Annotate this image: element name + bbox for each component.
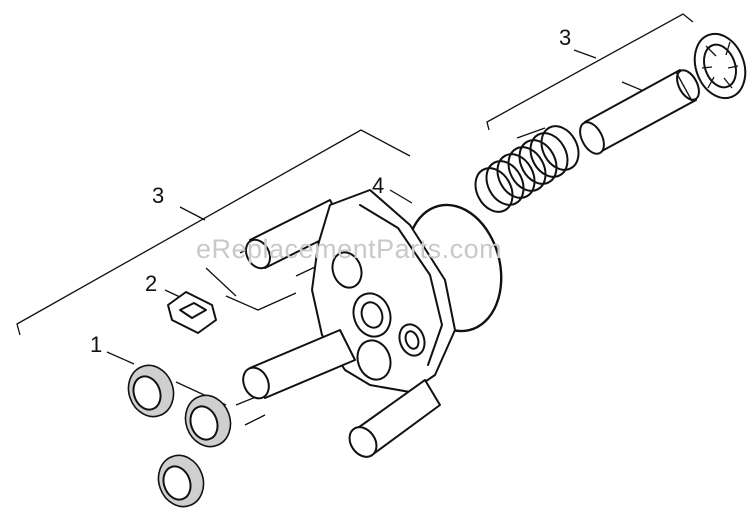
retainer-disc bbox=[693, 32, 747, 100]
callout-3-left: 3 bbox=[152, 183, 165, 208]
spacer-part bbox=[167, 291, 217, 334]
spring bbox=[474, 125, 580, 213]
watermark-text: eReplacementParts.com bbox=[196, 234, 503, 264]
callout-1: 1 bbox=[90, 332, 103, 357]
callout-2: 2 bbox=[145, 271, 158, 296]
piston-housing bbox=[242, 189, 456, 458]
callout-4: 4 bbox=[372, 173, 385, 198]
callout-3-upper: 3 bbox=[559, 25, 572, 50]
seal-rings bbox=[127, 364, 232, 508]
piston-rod bbox=[579, 69, 700, 155]
